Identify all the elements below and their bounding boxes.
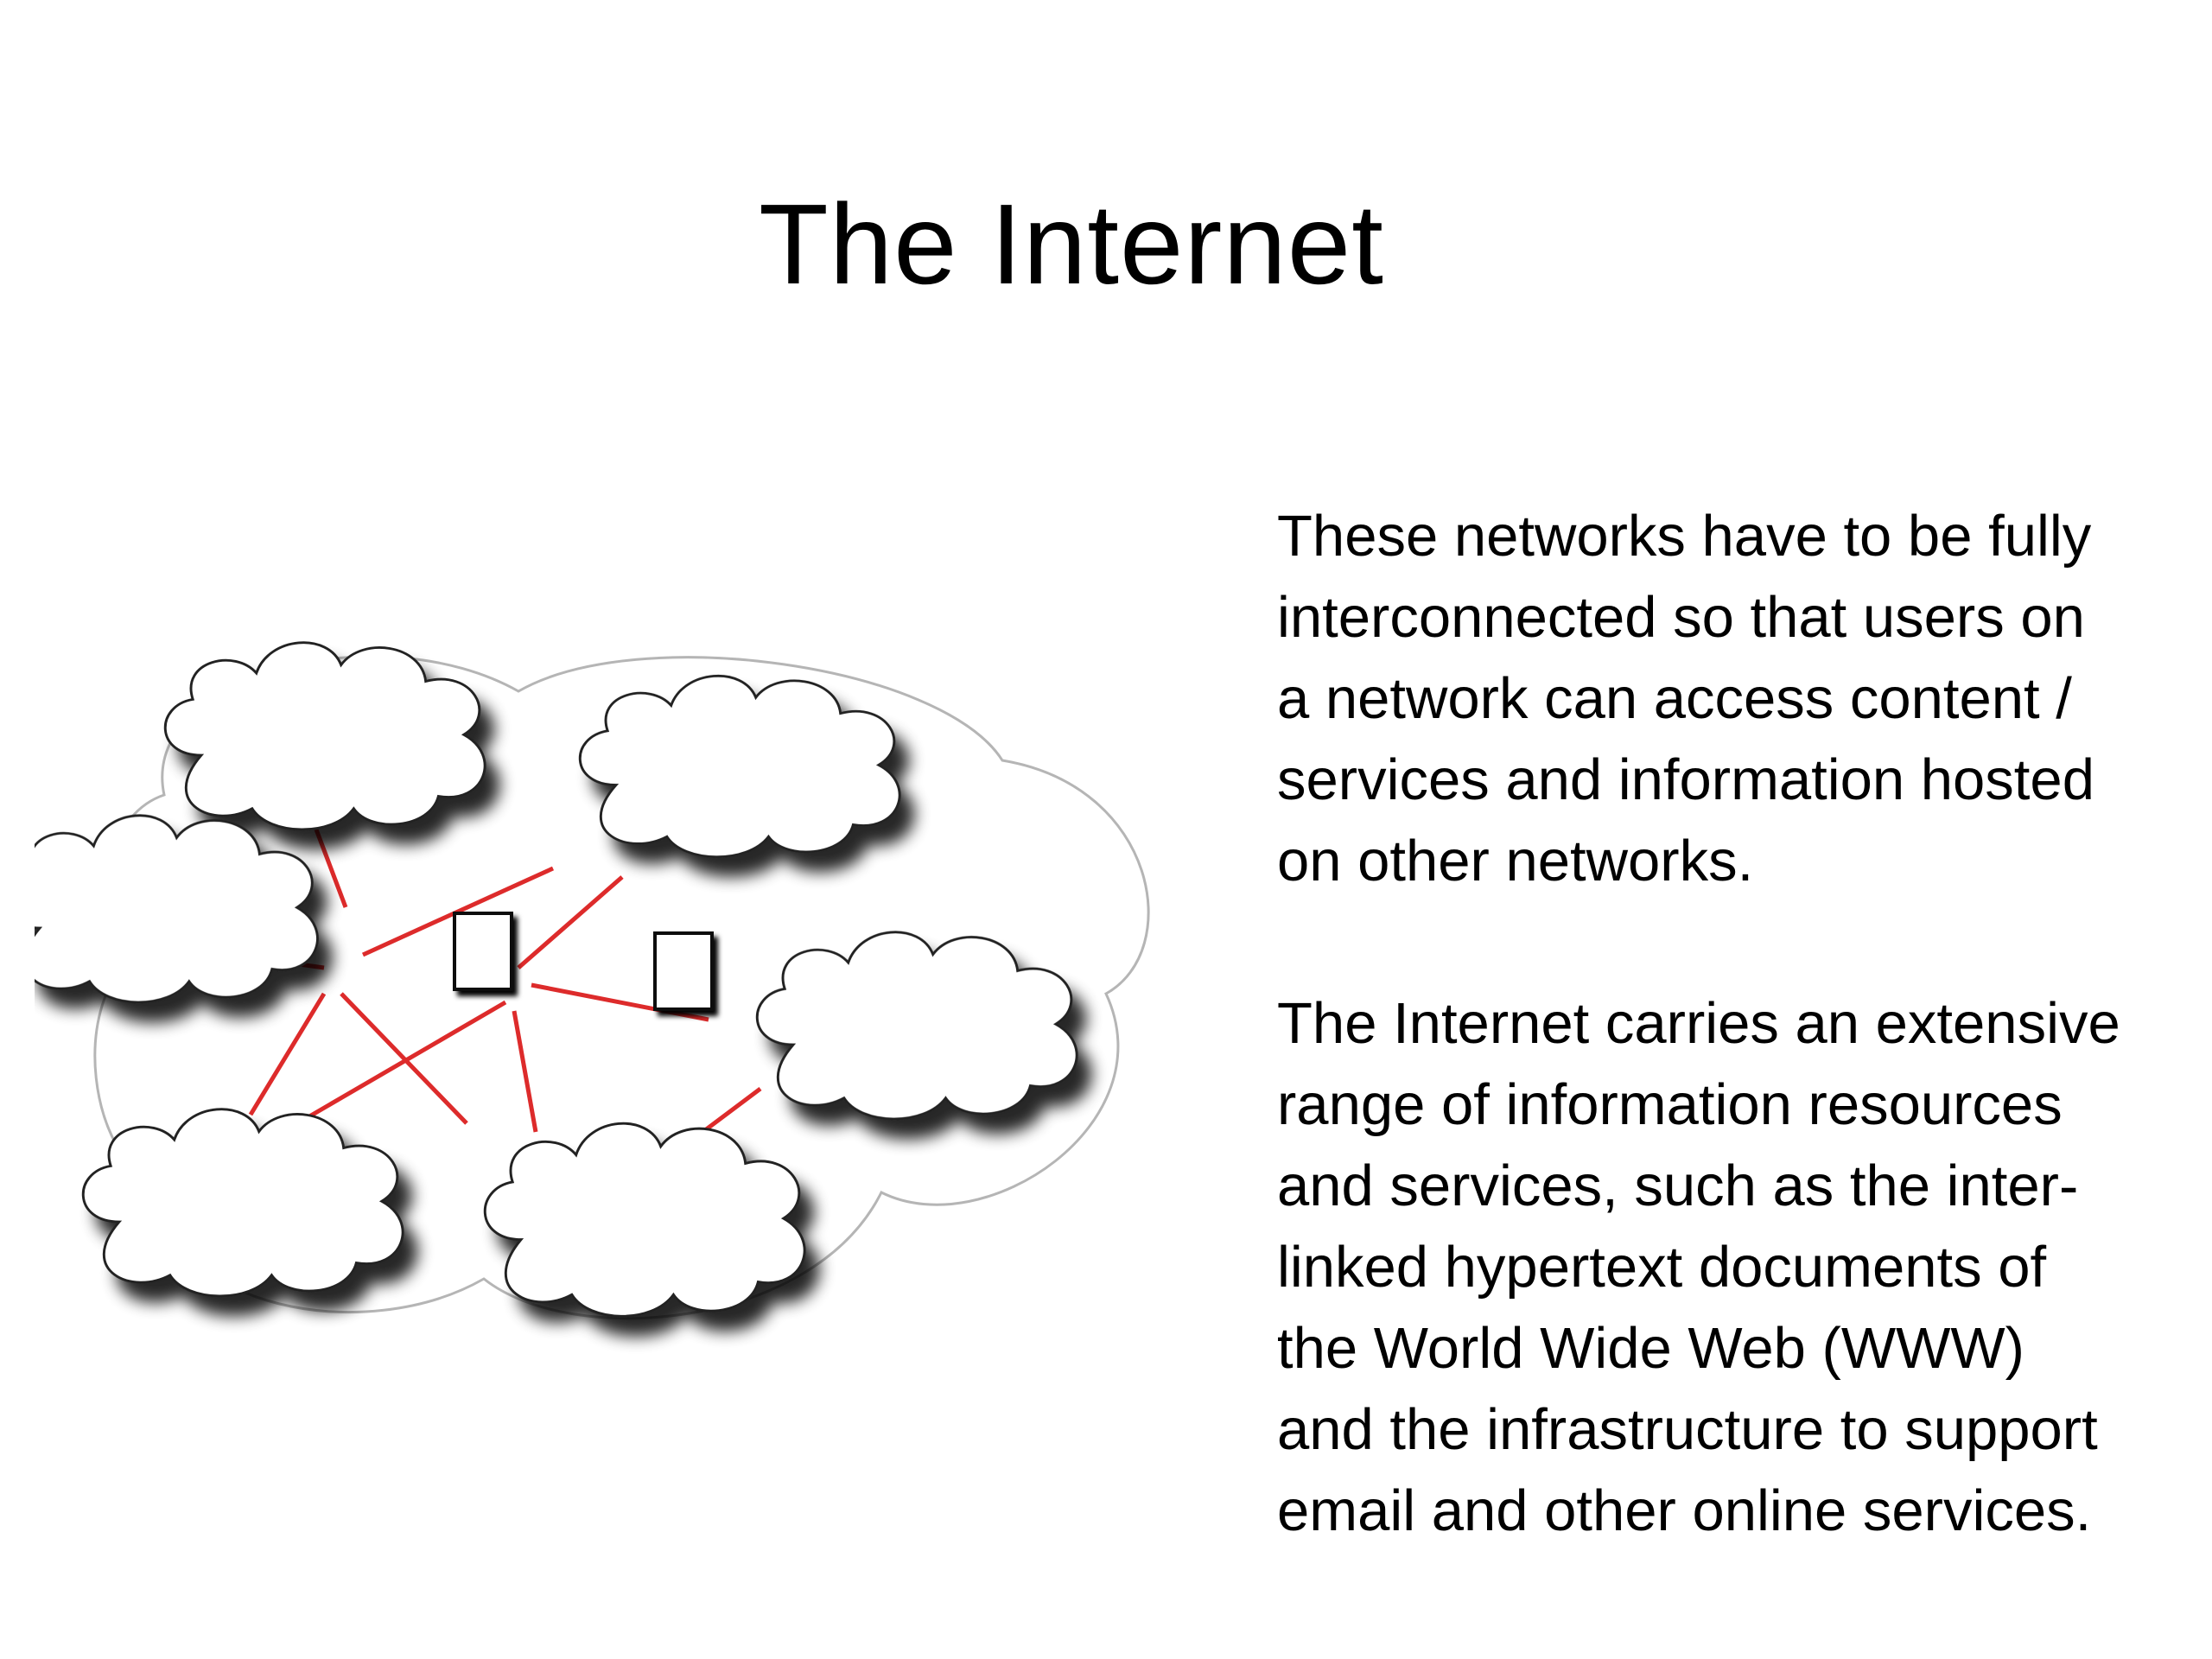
text-line: linked hypertext documents of xyxy=(1277,1235,2047,1300)
network-clouds xyxy=(35,641,1078,1318)
text-line: services and information hosted xyxy=(1277,747,2094,812)
cloud-network xyxy=(163,641,486,831)
text-line: range of information resources xyxy=(1277,1072,2063,1137)
cloud-network xyxy=(483,1122,806,1318)
text-line: The Internet carries an extensive xyxy=(1277,991,2120,1056)
cloud-network xyxy=(755,931,1078,1121)
link xyxy=(340,992,468,1125)
text-line: a network can access content / xyxy=(1277,666,2072,731)
router-node xyxy=(653,931,714,1011)
network-diagram xyxy=(35,641,1150,1320)
paragraph-internet-resources: The Internet carries an extensive range … xyxy=(1277,983,2193,1552)
link xyxy=(517,875,624,969)
text-line: the World Wide Web (WWW) xyxy=(1277,1316,2024,1381)
slide-body: These networks have to be fully intercon… xyxy=(1277,496,2193,1552)
link xyxy=(531,982,709,1022)
cloud-network xyxy=(35,814,319,1004)
text-line: interconnected so that users on xyxy=(1277,585,2085,650)
network-routers xyxy=(453,912,714,1011)
background-cloud-outline xyxy=(93,655,1150,1320)
text-line: These networks have to be fully xyxy=(1277,504,2092,569)
slide-title: The Internet xyxy=(759,181,1384,308)
link xyxy=(248,992,327,1116)
link xyxy=(512,1010,538,1133)
text-line: and the infrastructure to support xyxy=(1277,1397,2098,1462)
link xyxy=(314,829,348,908)
text-line: and services, such as the inter- xyxy=(1277,1154,2079,1218)
text-line: email and other online services. xyxy=(1277,1478,2092,1543)
paragraph-interconnection: These networks have to be fully intercon… xyxy=(1277,496,2193,902)
cloud-network xyxy=(81,1108,404,1298)
text-line: on other networks. xyxy=(1277,829,1754,893)
router-node xyxy=(453,912,513,991)
cloud-network xyxy=(578,674,901,859)
